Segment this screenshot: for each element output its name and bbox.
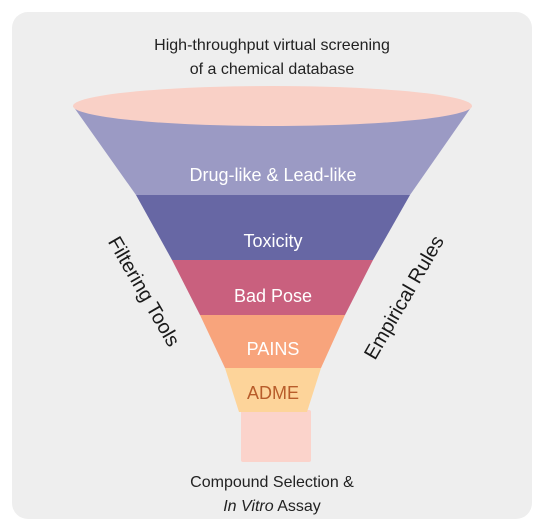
funnel-spout — [241, 410, 311, 462]
funnel-layer-drug-like — [73, 106, 472, 195]
layer-label-pains: PAINS — [247, 339, 300, 359]
funnel-layer-toxicity — [136, 195, 410, 260]
diagram-footer: Compound Selection & In Vitro Assay — [0, 471, 544, 519]
header-line-1: High-throughput virtual screening — [154, 37, 390, 54]
layer-label-bad-pose: Bad Pose — [234, 286, 312, 306]
funnel-layer-pains — [200, 315, 345, 368]
funnel-layer-bad-pose — [172, 260, 373, 315]
funnel-layer-adme — [225, 368, 321, 412]
footer-assay: Assay — [273, 498, 321, 515]
footer-line-1: Compound Selection & — [190, 474, 354, 491]
header-line-2: of a chemical database — [189, 61, 355, 78]
footer-line-2: In Vitro Assay — [0, 495, 544, 519]
footer-italic-in-vitro: In Vitro — [223, 498, 274, 515]
diagram-header: High-throughput virtual screening of a c… — [0, 34, 544, 82]
layer-label-drug-like: Drug-like & Lead-like — [189, 165, 356, 185]
layer-label-adme: ADME — [247, 383, 299, 403]
layer-label-toxicity: Toxicity — [243, 231, 302, 251]
funnel-rim — [73, 86, 472, 126]
